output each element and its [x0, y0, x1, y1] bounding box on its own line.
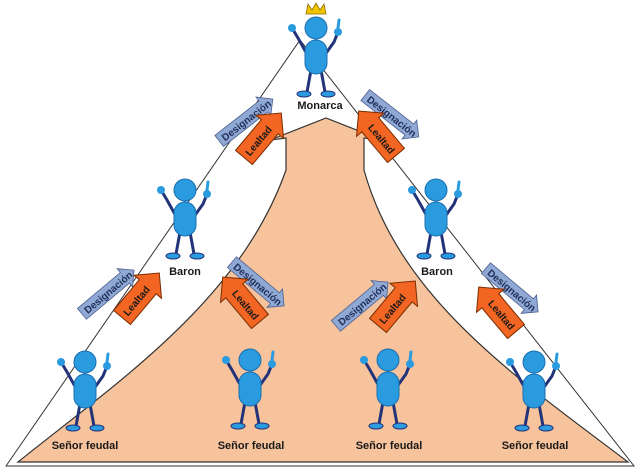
baron-left-figure-icon — [155, 177, 213, 261]
lord-2-label: Señor feudal — [217, 440, 285, 452]
baron-right-figure-icon — [406, 177, 464, 261]
hierarchy-pyramid — [5, 39, 636, 467]
lord-3-label: Señor feudal — [355, 440, 423, 452]
lord-4-label: Señor feudal — [501, 440, 569, 452]
monarch-label: Monarca — [297, 100, 343, 112]
lord-1-label: Señor feudal — [51, 440, 119, 452]
loyalty-arrow-icon: Lealtad — [368, 280, 419, 334]
loyalty-arrow-icon: Lealtad — [355, 110, 406, 164]
baron-right-label: Baron — [421, 266, 453, 278]
crown-icon — [305, 2, 327, 15]
monarch-figure-icon — [286, 15, 344, 99]
loyalty-arrow-icon: Lealtad — [475, 286, 526, 340]
baron-left-label: Baron — [169, 266, 201, 278]
